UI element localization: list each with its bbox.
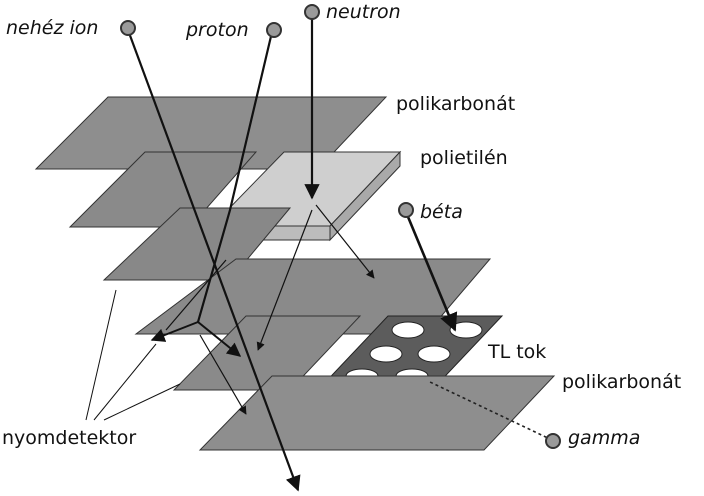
gamma-source-icon (545, 433, 561, 449)
heavy-ion-label: nehéz ion (6, 17, 98, 39)
neutron-source-icon (304, 4, 320, 20)
beta-source-icon (398, 202, 414, 218)
track-detector-pointer-1 (85, 289, 117, 421)
heavy-ion-track (126, 29, 301, 492)
proton-secondary-right (197, 321, 242, 357)
neutron-recoil-2 (256, 209, 313, 351)
proton-source-icon (266, 22, 282, 38)
tl-dosimeter-3 (369, 345, 403, 363)
neutron-recoil-3 (165, 259, 227, 331)
proton-track (196, 31, 274, 323)
tl-case-label: TL tok (487, 341, 546, 363)
tl-dosimeter-1 (391, 321, 425, 339)
neutron-label: neutron (326, 1, 401, 23)
heavy-ion-source-icon (120, 20, 136, 36)
track-detector-pointer-2 (93, 343, 157, 421)
proton-secondary-left (150, 321, 199, 342)
beta-label: béta (420, 201, 463, 223)
tl-dosimeter-4 (417, 345, 451, 363)
polycarbonate-top-label: polikarbonát (396, 93, 515, 115)
gamma-track (429, 381, 553, 441)
polycarbonate-sheet-bottom (198, 375, 556, 451)
polyethylene-label: polietilén (420, 147, 508, 169)
heavy-ion-secondary (199, 334, 247, 415)
track-detector-label: nyomdetektor (2, 427, 136, 449)
polycarbonate-bottom-label: polikarbonát (562, 371, 681, 393)
beta-track (404, 211, 458, 332)
proton-label: proton (185, 19, 249, 41)
gamma-label: gamma (568, 427, 640, 449)
neutron-recoil-1 (315, 204, 375, 279)
track-detector-pointer-3 (103, 383, 181, 421)
